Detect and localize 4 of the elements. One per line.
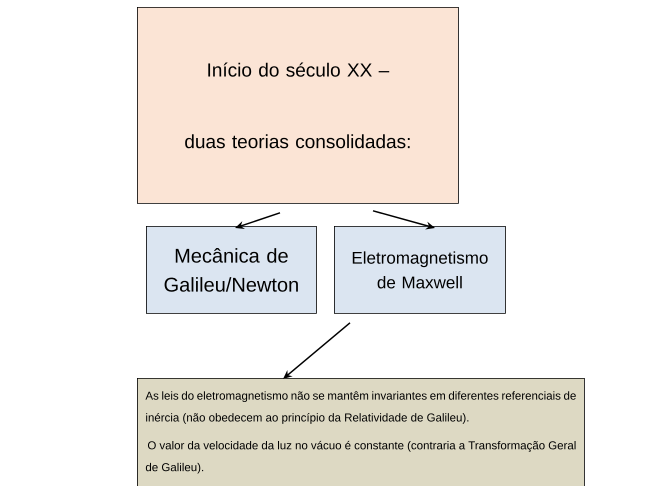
process-box: Eletromagnetismo de Maxwell bbox=[334, 226, 506, 314]
process-box: Mecânica de Galileu/Newton bbox=[146, 226, 317, 314]
title-box: Início do século XX – duas teorias consolidadas: bbox=[137, 7, 459, 204]
note-box: As leis do eletromagnetismo não se mantêm invariantes em diferentes referenciais de inércia (não obedecem ao princípio da Relatividade de Galileu). O valor da velocidade da luz no vácuo é constante (contraria a Transformação Geral de Galileu). bbox=[137, 378, 585, 486]
